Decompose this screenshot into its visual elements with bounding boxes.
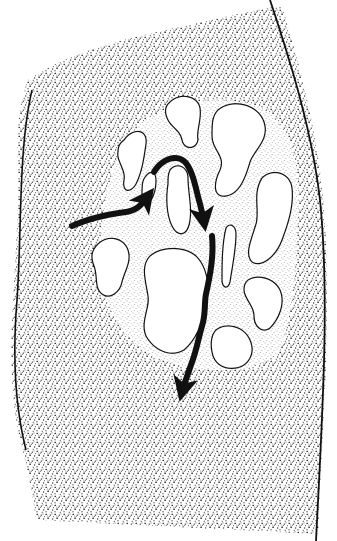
pocket [167,166,191,234]
